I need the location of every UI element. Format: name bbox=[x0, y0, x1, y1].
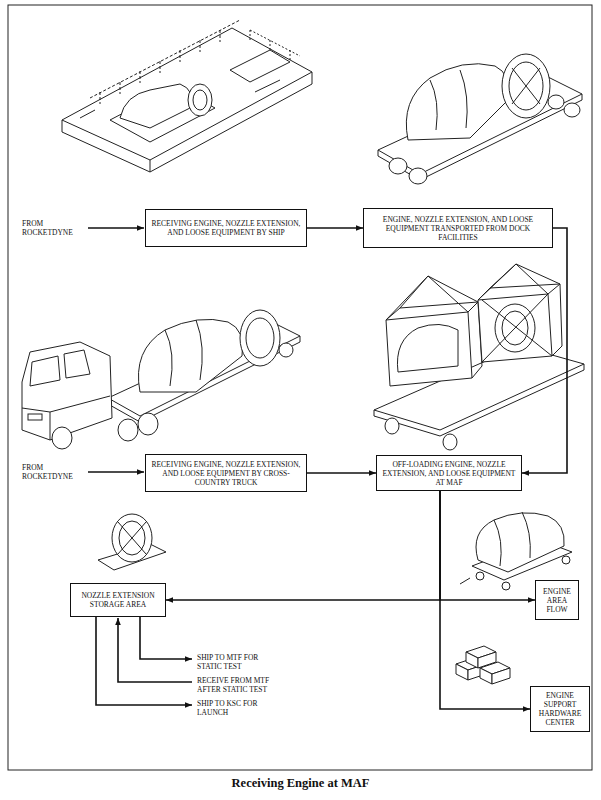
trailer-illustration bbox=[509, 62, 543, 110]
flow-label: FROM ROCKETDYNE bbox=[22, 219, 84, 237]
nozzle-on-stand-illustration bbox=[98, 514, 166, 570]
process-box: NOZZLE EXTENSION STORAGE AREA bbox=[70, 583, 166, 617]
boxes-illustration bbox=[492, 668, 510, 684]
flow-label: SHIP TO MTF FOR STATIC TEST bbox=[197, 653, 283, 671]
trailer-illustration bbox=[406, 64, 508, 140]
process-box: RECEIVING ENGINE, NOZZLE EXTENSION, AND … bbox=[145, 454, 307, 492]
trailer-illustration bbox=[564, 103, 580, 117]
box-text: NOZZLE EXTENSION STORAGE AREA bbox=[75, 591, 161, 609]
engine-on-dolly-illustration bbox=[460, 512, 572, 590]
flow-arrow bbox=[140, 617, 192, 659]
box-text: RECEIVING ENGINE, NOZZLE EXTENSION, AND … bbox=[150, 460, 302, 487]
boxes-illustration bbox=[478, 652, 496, 668]
flow-arrow bbox=[96, 617, 192, 705]
trailer-illustration bbox=[430, 70, 467, 130]
trailer-illustration bbox=[502, 54, 550, 118]
crane-offload-illustration bbox=[482, 294, 552, 362]
trailer-illustration bbox=[389, 158, 407, 174]
boxes-illustration bbox=[456, 646, 510, 684]
crane-offload-illustration bbox=[386, 276, 478, 320]
crane-offload-illustration bbox=[478, 294, 552, 362]
truck-illustration bbox=[22, 310, 300, 449]
boxes-illustration bbox=[466, 652, 478, 668]
truck-illustration bbox=[165, 320, 202, 386]
flow-arrow bbox=[307, 227, 363, 229]
trailer-illustration bbox=[409, 168, 427, 184]
crane-offload-illustration bbox=[386, 302, 482, 378]
crane-offload-illustration bbox=[386, 312, 472, 386]
ship-deck-illustration bbox=[80, 80, 280, 118]
flow-arrow bbox=[307, 472, 376, 474]
ship-deck-illustration bbox=[193, 90, 207, 110]
truck-illustration bbox=[118, 419, 138, 441]
crane-offload-illustration bbox=[443, 434, 457, 450]
crane-offload-illustration bbox=[385, 418, 399, 434]
flow-arrow bbox=[166, 491, 440, 600]
truck-illustration bbox=[240, 310, 280, 366]
truck-illustration bbox=[138, 413, 158, 435]
nozzle-on-stand-illustration bbox=[118, 522, 146, 554]
flow-label: SHIP TO KSC FOR LAUNCH bbox=[197, 699, 283, 717]
truck-illustration bbox=[28, 414, 42, 420]
flow-arrow bbox=[118, 618, 192, 682]
truck-illustration bbox=[30, 350, 90, 386]
trailer-illustration bbox=[512, 68, 540, 104]
box-text: ENGINE SUPPORT HARDWARE CENTER bbox=[535, 691, 585, 727]
crane-offload-illustration bbox=[478, 284, 562, 356]
box-text: ENGINE AREA FLOW bbox=[540, 587, 574, 614]
flow-arrow bbox=[440, 491, 530, 709]
flow-arrow bbox=[522, 228, 567, 473]
process-box: ENGINE AREA FLOW bbox=[535, 580, 579, 620]
box-text: RECEIVING ENGINE, NOZZLE EXTENSION, AND … bbox=[150, 219, 302, 237]
nozzle-on-stand-illustration bbox=[119, 521, 145, 555]
figure-caption: Receiving Engine at MAF bbox=[0, 776, 601, 791]
engine-on-dolly-illustration bbox=[476, 572, 484, 580]
boxes-illustration bbox=[480, 668, 492, 684]
truck-illustration bbox=[52, 427, 72, 449]
ship-deck-illustration bbox=[188, 84, 212, 116]
flow-arrow bbox=[440, 491, 535, 600]
flow-label: FROM ROCKETDYNE bbox=[22, 463, 84, 481]
crane-offload-illustration bbox=[374, 264, 584, 450]
truck-illustration bbox=[246, 318, 274, 358]
engine-on-dolly-illustration bbox=[494, 512, 530, 566]
engine-on-dolly-illustration bbox=[460, 513, 564, 584]
truck-illustration bbox=[22, 342, 112, 440]
ship-deck-illustration bbox=[230, 50, 290, 82]
process-box: RECEIVING ENGINE, NOZZLE EXTENSION, AND … bbox=[145, 209, 307, 247]
engine-on-dolly-illustration bbox=[562, 556, 570, 564]
ship-deck-illustration bbox=[62, 20, 312, 172]
flow-label: RECEIVE FROM MTF AFTER STATIC TEST bbox=[197, 676, 283, 694]
nozzle-on-stand-illustration bbox=[112, 514, 152, 562]
process-box: OFF-LOADING ENGINE, NOZZLE EXTENSION, AN… bbox=[376, 455, 522, 491]
trailer-illustration bbox=[378, 54, 582, 184]
box-text: ENGINE, NOZZLE EXTENSION, AND LOOSE EQUI… bbox=[368, 215, 548, 242]
engine-on-dolly-illustration bbox=[502, 582, 510, 590]
truck-illustration bbox=[138, 319, 242, 392]
flow-arrow bbox=[88, 471, 144, 473]
crane-offload-illustration bbox=[397, 324, 458, 372]
flow-arrow bbox=[88, 227, 144, 229]
process-box: ENGINE, NOZZLE EXTENSION, AND LOOSE EQUI… bbox=[363, 208, 553, 248]
boxes-illustration bbox=[456, 664, 468, 680]
trailer-illustration bbox=[548, 95, 564, 109]
ship-deck-illustration bbox=[120, 84, 192, 128]
truck-illustration bbox=[279, 343, 293, 357]
process-box: ENGINE SUPPORT HARDWARE CENTER bbox=[530, 686, 590, 732]
box-text: OFF-LOADING ENGINE, NOZZLE EXTENSION, AN… bbox=[381, 460, 517, 487]
figure-frame bbox=[8, 5, 592, 770]
